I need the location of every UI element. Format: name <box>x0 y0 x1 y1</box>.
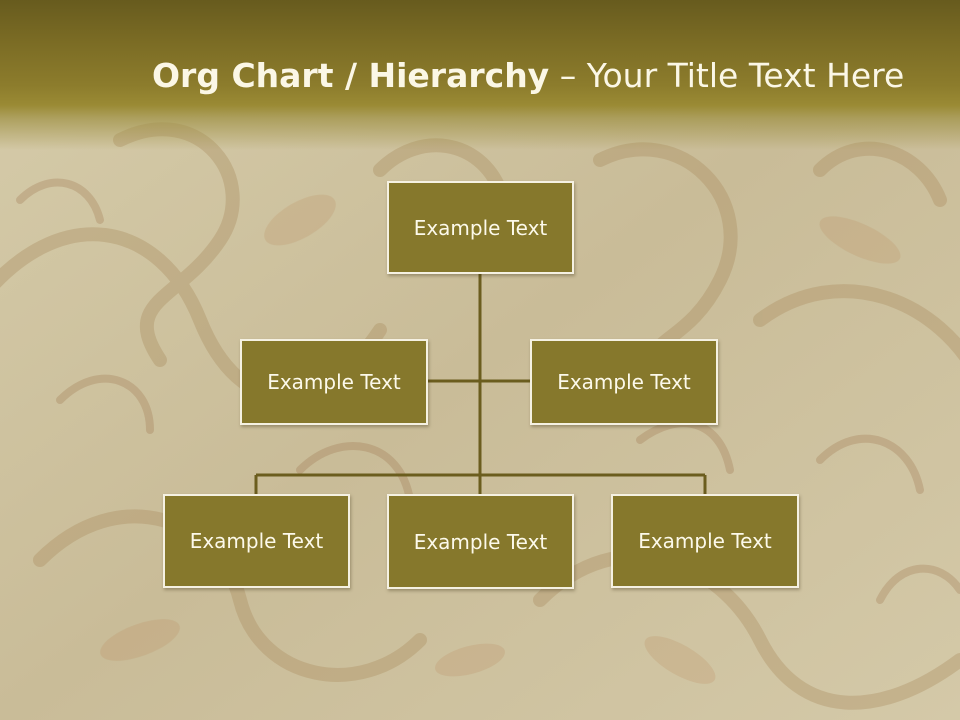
org-node-assistant-right[interactable]: Example Text <box>530 339 718 425</box>
org-node-assistant-left[interactable]: Example Text <box>240 339 428 425</box>
org-node-subordinate-left[interactable]: Example Text <box>163 494 350 588</box>
org-node-assistant-right-label: Example Text <box>557 370 691 394</box>
org-node-subordinate-center-label: Example Text <box>413 529 548 554</box>
org-node-root-label: Example Text <box>413 215 548 240</box>
org-node-subordinate-center[interactable]: Example Text <box>387 494 574 589</box>
org-node-subordinate-left-label: Example Text <box>189 529 324 553</box>
title-regular-part: Your Title Text Here <box>586 56 905 95</box>
org-node-root[interactable]: Example Text <box>387 181 574 274</box>
slide-title: Org Chart / Hierarchy – Your Title Text … <box>152 52 904 100</box>
org-node-subordinate-right-label: Example Text <box>638 529 772 553</box>
title-bar <box>0 0 960 150</box>
org-node-subordinate-right[interactable]: Example Text <box>611 494 799 588</box>
title-bold-part: Org Chart / Hierarchy <box>152 56 550 95</box>
org-node-assistant-left-label: Example Text <box>267 370 401 394</box>
title-separator: – <box>549 56 587 95</box>
